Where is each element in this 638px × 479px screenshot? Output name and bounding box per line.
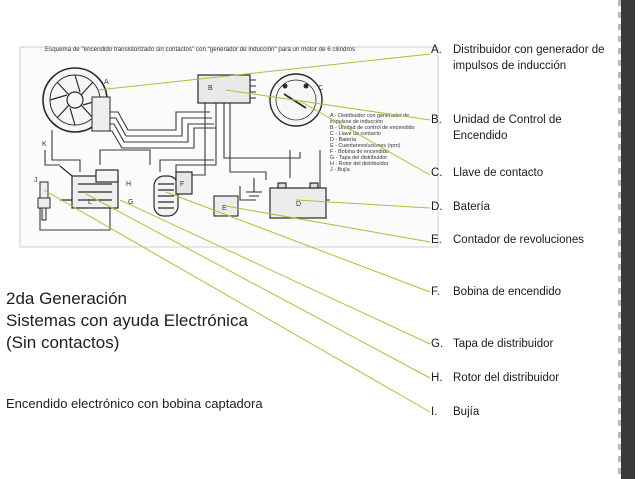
svg-text:H - Rotor del distribuidor: H - Rotor del distribuidor (330, 161, 389, 167)
leader-a (97, 53, 431, 91)
label-e: E (222, 205, 227, 212)
label-g: G (128, 199, 133, 206)
battery (269, 182, 327, 219)
leader-lines (43, 53, 431, 413)
svg-text:J - Bujía: J - Bujía (330, 167, 350, 173)
slide-title: 2da Generación Sistemas con ayuda Electr… (6, 288, 336, 354)
svg-text:G - Tapa del distribuidor: G - Tapa del distribuidor (330, 155, 387, 161)
schematic-header: Esquema de "encendido transistorizado si… (45, 46, 355, 53)
title-line-1: 2da Generación (6, 289, 127, 308)
label-b: B (208, 85, 213, 92)
svg-text:D - Batería: D - Batería (330, 137, 356, 143)
leader-g (119, 199, 431, 345)
svg-text:E - Cuentarevoluciones (rpm): E - Cuentarevoluciones (rpm) (330, 143, 401, 149)
title-line-3: (Sin contactos) (6, 333, 120, 352)
label-c: C (318, 85, 323, 92)
leader-d (295, 199, 431, 209)
slide-edge-strip (612, 0, 638, 479)
control-unit (197, 74, 256, 104)
title-line-2: Sistemas con ayuda Electrónica (6, 311, 248, 330)
ground-icon (246, 178, 262, 201)
wiring-harness (39, 103, 330, 231)
label-h: H (126, 181, 131, 188)
distributor-cap (59, 165, 119, 209)
leader-c (297, 99, 431, 176)
label-j: J (34, 177, 38, 184)
label-a: A (104, 79, 109, 86)
svg-text:impulsos de inducción: impulsos de inducción (330, 119, 383, 125)
label-l: L (88, 199, 92, 206)
ignition-coil (153, 171, 193, 217)
svg-text:A - Distribuidor con generador: A - Distribuidor con generador de (330, 113, 409, 119)
slide-subtitle: Encendido electrónico con bobina captado… (6, 396, 263, 411)
leader-h (85, 193, 431, 379)
label-k: K (42, 141, 47, 148)
label-f: F (180, 181, 184, 188)
leader-i (43, 189, 431, 413)
label-d: D (296, 201, 301, 208)
leader-f (165, 191, 431, 293)
inner-legend: A - Distribuidor con generador de impuls… (330, 113, 415, 173)
leader-b (225, 89, 431, 121)
leader-e (225, 205, 431, 243)
distributor-generator (42, 67, 111, 133)
svg-text:B - Unidad de control de encen: B - Unidad de control de encendido (330, 125, 415, 131)
svg-text:C - Llave de contacto: C - Llave de contacto (330, 131, 381, 137)
svg-text:F - Bobina de encendido: F - Bobina de encendido (330, 149, 389, 155)
